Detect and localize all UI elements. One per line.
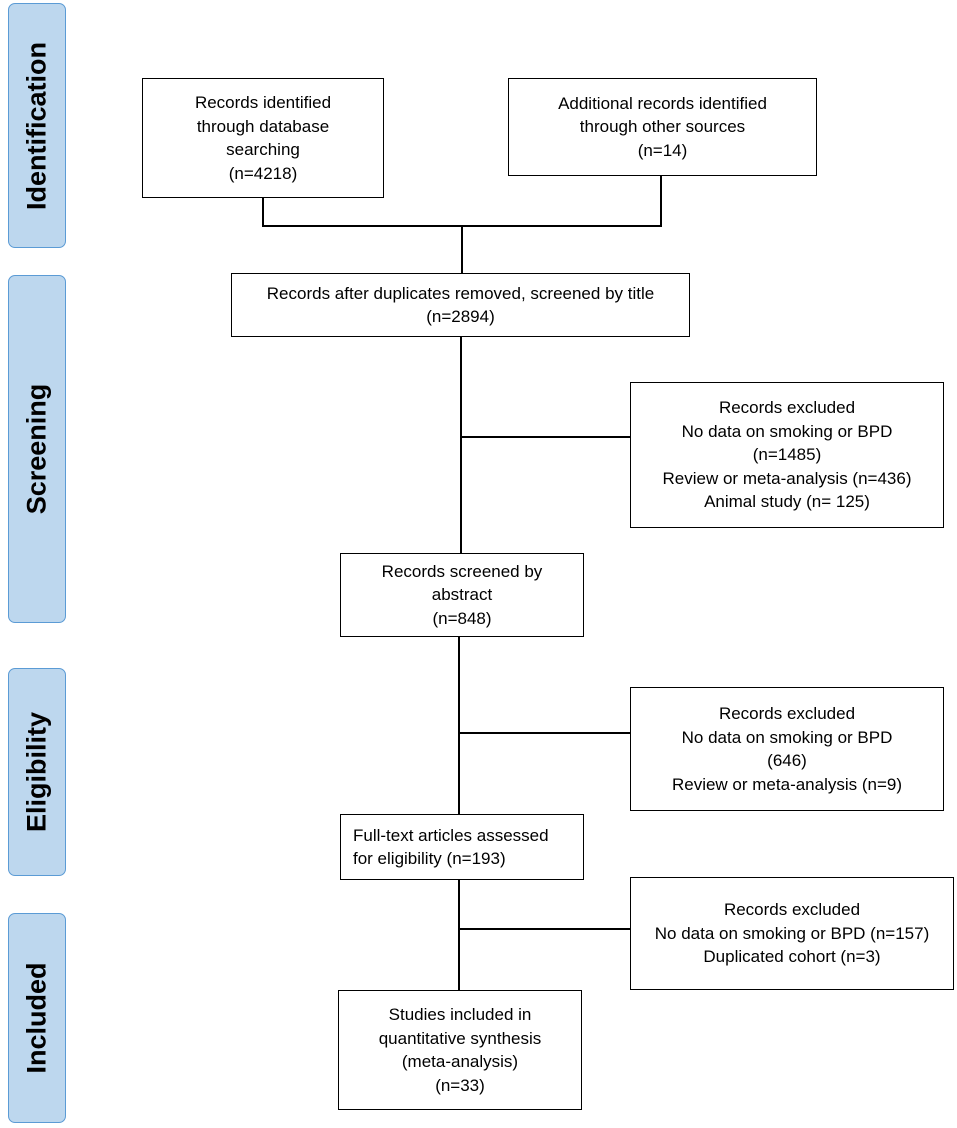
box-excluded-fulltext: Records excluded No data on smoking or B… [630,877,954,990]
box-database-search: Records identified through database sear… [142,78,384,198]
connector [461,225,463,273]
connector [458,732,630,734]
connector [262,197,264,226]
connector [458,636,460,814]
connector [458,928,630,930]
connector [460,336,462,553]
box-after-duplicates: Records after duplicates removed, screen… [231,273,690,337]
connector [660,176,662,226]
box-screened-abstract: Records screened by abstract (n=848) [340,553,584,637]
connector [460,436,630,438]
box-other-sources: Additional records identified through ot… [508,78,817,176]
phase-included-label: Included [21,962,52,1074]
box-fulltext: Full-text articles assessed for eligibil… [340,814,584,880]
phase-eligibility-label: Eligibility [21,711,52,833]
phase-identification: Identification [8,3,66,248]
phase-included: Included [8,913,66,1123]
connector [458,879,460,990]
phase-eligibility: Eligibility [8,668,66,876]
phase-screening: Screening [8,275,66,623]
phase-identification-label: Identification [21,41,52,210]
phase-screening-label: Screening [21,383,52,515]
box-excluded-title: Records excluded No data on smoking or B… [630,382,944,528]
box-included: Studies included in quantitative synthes… [338,990,582,1110]
box-excluded-abstract: Records excluded No data on smoking or B… [630,687,944,811]
